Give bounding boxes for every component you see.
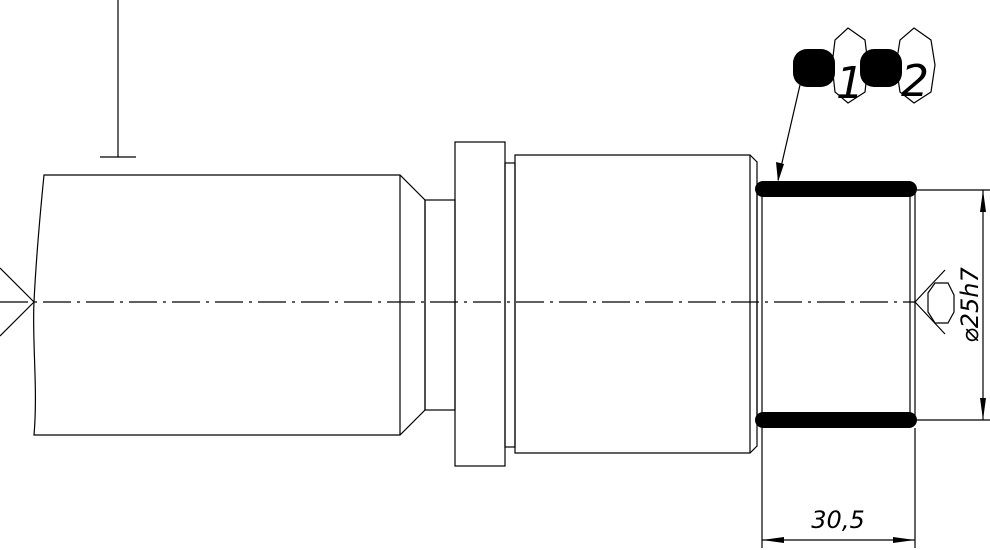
part-marker-1 — [793, 49, 835, 87]
shaft-body-left — [32, 174, 426, 436]
balloon-2-label: 2 — [901, 56, 929, 107]
flange — [454, 141, 506, 467]
part-balloons: 1 2 — [776, 27, 936, 182]
step — [504, 162, 516, 448]
surface-finish-leader — [100, 0, 136, 158]
center-mark-right — [914, 269, 955, 335]
groove-section — [756, 189, 916, 421]
o-ring-bottom — [755, 412, 917, 428]
diameter-dimension: ⌀25h7 — [917, 189, 990, 421]
length-label: 30,5 — [811, 506, 864, 534]
diameter-label: ⌀25h7 — [956, 267, 984, 343]
balloon-1-label: 1 — [836, 58, 864, 109]
o-ring-top — [755, 181, 917, 197]
neck — [424, 199, 456, 411]
part-marker-2 — [860, 49, 902, 87]
length-dimension: 30,5 — [761, 428, 916, 548]
center-mark-left — [0, 267, 35, 337]
main-cylinder — [514, 154, 758, 454]
